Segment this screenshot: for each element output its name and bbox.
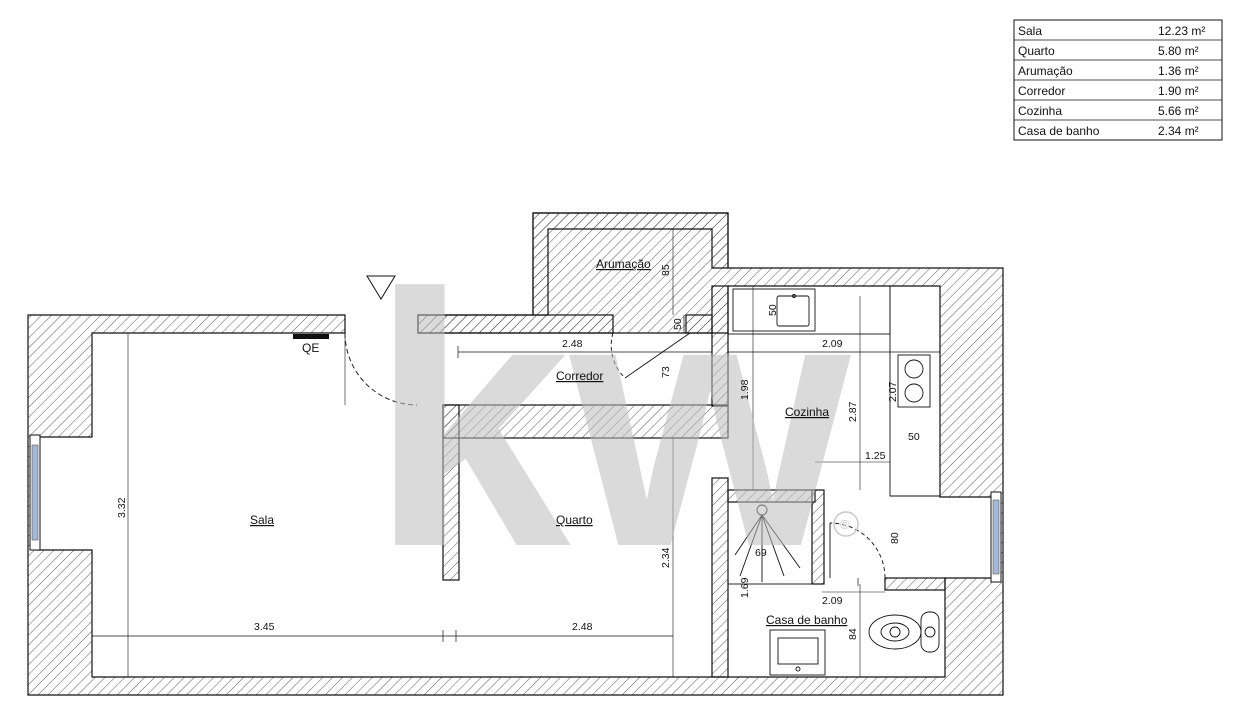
room-label-quarto: Quarto xyxy=(556,513,593,527)
registered-mark-icon xyxy=(833,511,859,537)
table-area: 5.66 m² xyxy=(1158,104,1199,118)
area-table: Sala 12.23 m² Quarto 5.80 m² Arumação 1.… xyxy=(1013,19,1223,141)
quarto-top-wall xyxy=(442,404,729,439)
dim-sala-height: 3.32 xyxy=(116,497,128,518)
storage-wall-left-stub xyxy=(417,314,614,334)
dim-door-width: 80 xyxy=(889,532,901,544)
dim-sink-depth: 50 xyxy=(767,304,779,316)
dim-cozinha-mid-width: 1.25 xyxy=(865,450,886,462)
room-label-arumacao: Arumação xyxy=(596,257,651,271)
dim-arumacao-door: 50 xyxy=(672,318,684,330)
dim-shower-height: 1.69 xyxy=(739,577,751,598)
dimension-lines xyxy=(92,315,940,642)
bath-top-wall xyxy=(884,577,946,591)
reference-lines xyxy=(127,229,890,677)
doors xyxy=(344,332,886,579)
dim-bath-height: 84 xyxy=(847,628,859,640)
toilet-icon xyxy=(868,611,940,653)
dim-cozinha-width: 2.09 xyxy=(822,338,843,350)
dimension-labels: 3.45 2.48 2.48 2.09 2.09 1.25 50 69 3.32… xyxy=(116,264,920,640)
windows xyxy=(29,434,1002,583)
table-room: Cozinha xyxy=(1018,104,1062,118)
bath-sink-cabinet xyxy=(769,629,826,676)
entrance-arrow-icon xyxy=(366,275,396,300)
table-area: 1.36 m² xyxy=(1158,64,1199,78)
table-area: 1.90 m² xyxy=(1158,84,1199,98)
table-row: Quarto 5.80 m² xyxy=(1018,44,1199,58)
quarto-left-wall xyxy=(442,404,460,581)
kitchen-sink xyxy=(732,288,816,332)
table-row: Sala 12.23 m² xyxy=(1018,24,1205,38)
bath-door-swing xyxy=(829,522,886,579)
room-label-casa-de-banho: Casa de banho xyxy=(766,613,848,627)
room-labels: Sala Quarto Arumação Corredor Cozinha Ca… xyxy=(250,257,848,627)
table-room: Corredor xyxy=(1018,84,1065,98)
dim-corredor-height: 73 xyxy=(660,366,672,378)
walls xyxy=(27,212,1004,696)
kitchen-fixtures xyxy=(727,285,941,497)
table-area: 2.34 m² xyxy=(1158,124,1199,138)
dim-quarto-width: 2.48 xyxy=(572,621,593,633)
table-room: Quarto xyxy=(1018,44,1055,58)
electrical-panel-icon xyxy=(293,334,329,339)
room-label-corredor: Corredor xyxy=(556,369,603,383)
table-room: Casa de banho xyxy=(1018,124,1100,138)
room-label-cozinha: Cozinha xyxy=(785,405,829,419)
bath-fixtures xyxy=(727,501,940,676)
room-label-sala: Sala xyxy=(250,513,274,527)
table-area: 12.23 m² xyxy=(1158,24,1205,38)
table-room: Sala xyxy=(1018,24,1042,38)
dim-stove-height: 2.07 xyxy=(887,381,899,402)
dim-sala-width: 3.45 xyxy=(254,621,275,633)
shower-tray xyxy=(727,501,813,585)
watermark-text: kw xyxy=(370,220,851,622)
dim-corredor-width: 2.48 xyxy=(562,338,583,350)
dim-cozinha-height: 2.87 xyxy=(847,401,859,422)
entrance-door-swing xyxy=(344,332,418,406)
table-room: Arumação xyxy=(1018,64,1073,78)
table-row: Cozinha 5.66 m² xyxy=(1018,104,1199,118)
dim-cozinha-left-height: 1.98 xyxy=(739,379,751,400)
dim-arumacao-height: 85 xyxy=(660,264,672,276)
dim-quarto-height: 2.34 xyxy=(660,547,672,568)
table-row: Casa de banho 2.34 m² xyxy=(1018,124,1199,138)
dim-bath-width: 2.09 xyxy=(822,595,843,607)
table-area: 5.80 m² xyxy=(1158,44,1199,58)
stove-icon xyxy=(897,354,931,408)
watermark: kw ® xyxy=(370,220,859,622)
table-row: Corredor 1.90 m² xyxy=(1018,84,1199,98)
storage-door-leaf xyxy=(624,332,691,379)
registered-mark: ® xyxy=(840,517,850,532)
electrical-panel-label: QE xyxy=(302,341,319,355)
storage-door-swing xyxy=(610,332,626,379)
dim-counter-depth: 50 xyxy=(908,431,920,443)
dim-shower-width: 69 xyxy=(755,547,767,559)
table-row: Arumação 1.36 m² xyxy=(1018,64,1199,78)
